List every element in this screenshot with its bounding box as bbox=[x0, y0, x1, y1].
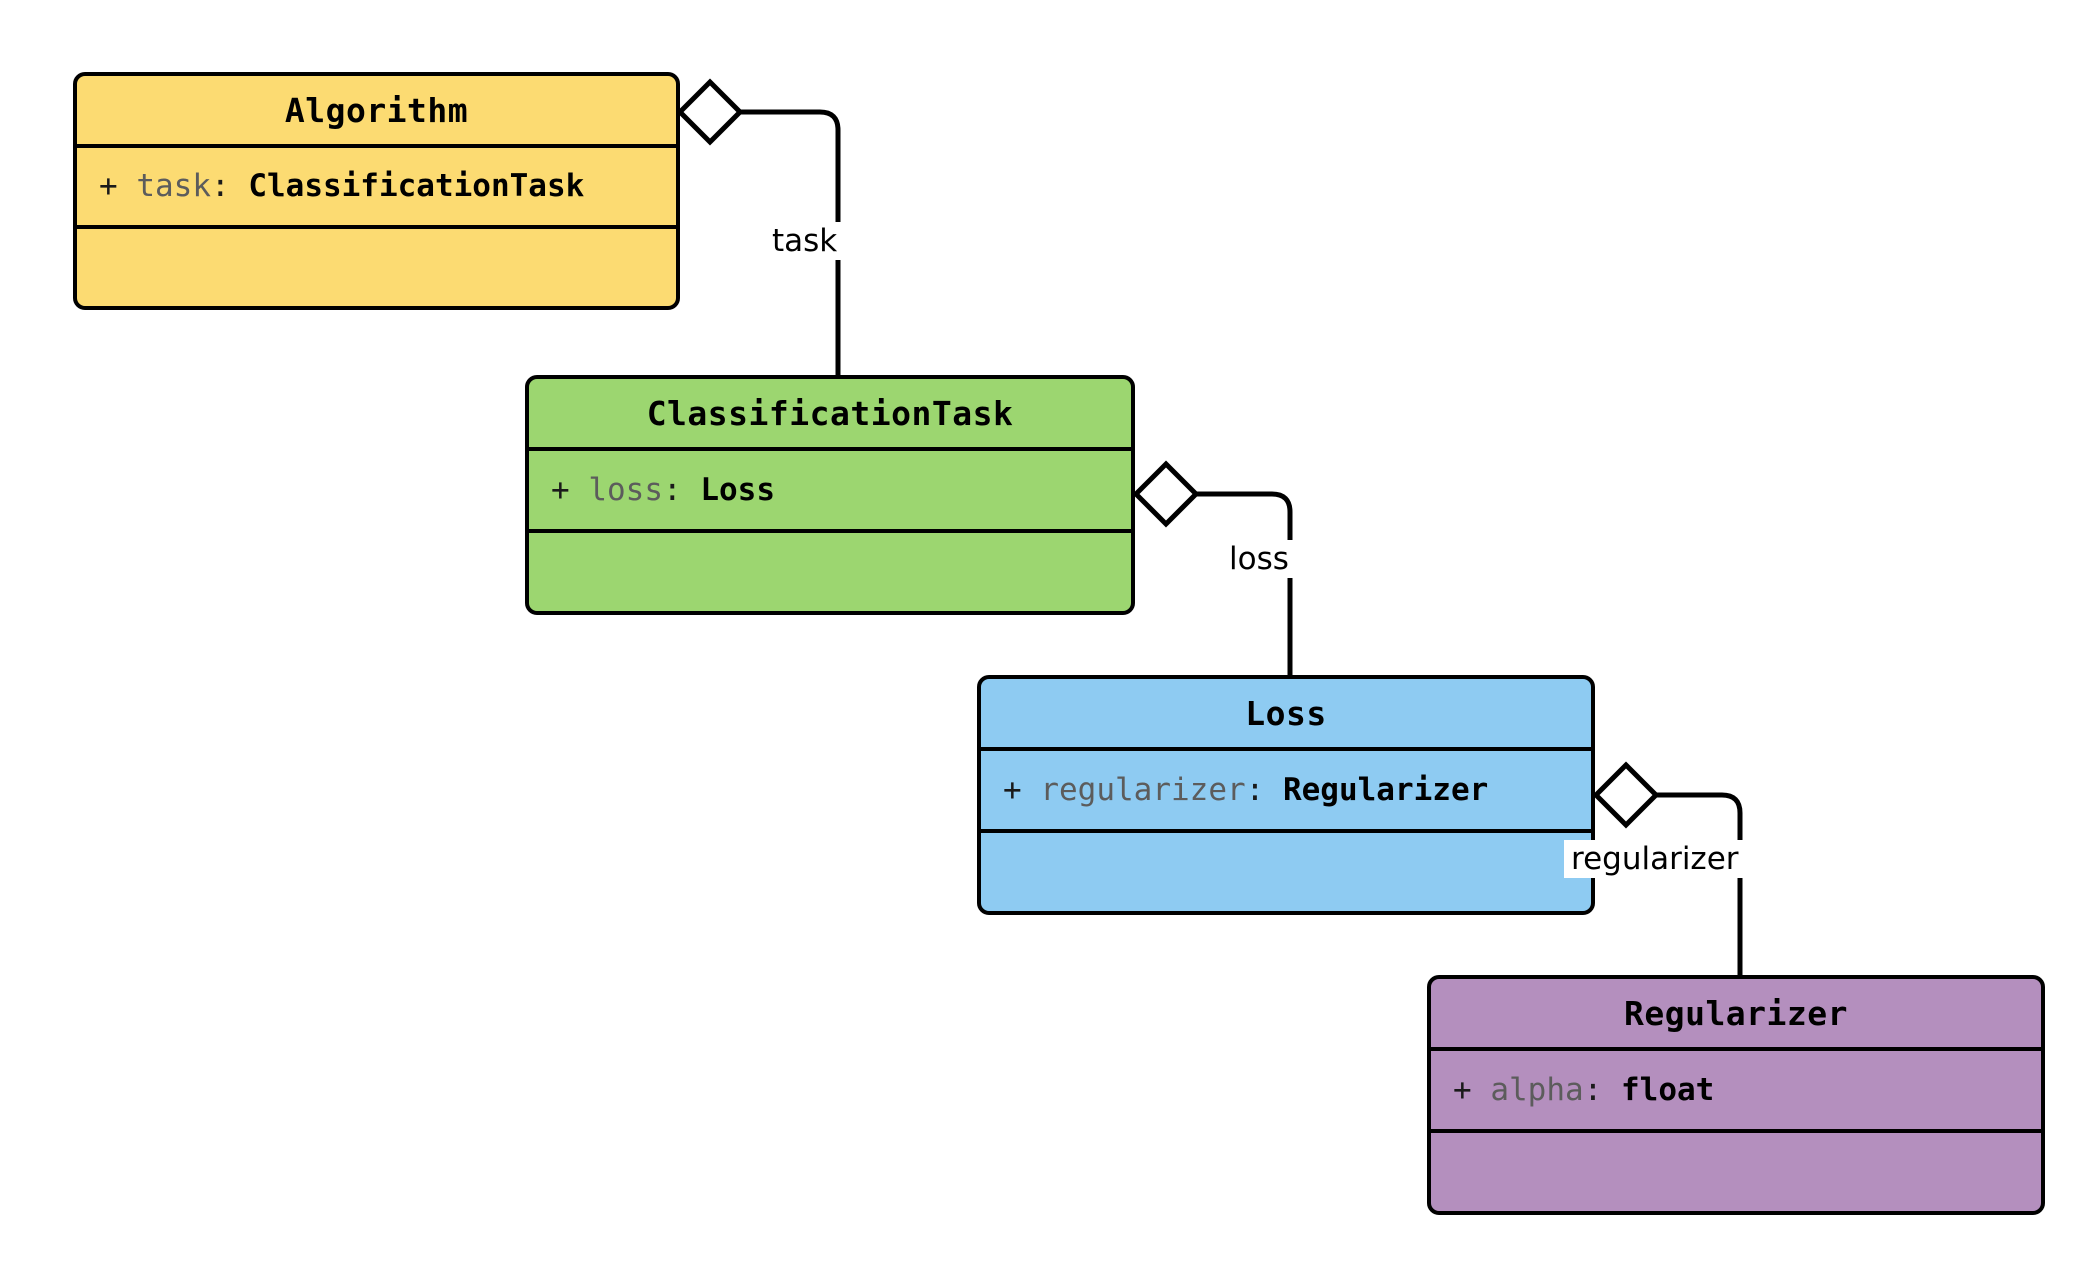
attribute-visibility: + bbox=[1003, 771, 1022, 808]
class-methods-regularizer bbox=[1431, 1133, 2041, 1211]
attribute-row: + alpha: float bbox=[1453, 1071, 2019, 1110]
class-title-regularizer: Regularizer bbox=[1431, 979, 2041, 1051]
attribute-separator: : bbox=[1245, 771, 1283, 808]
aggregation-diamond-icon bbox=[676, 78, 744, 146]
uml-class-regularizer[interactable]: Regularizer + alpha: float bbox=[1427, 975, 2045, 1215]
attribute-visibility: + bbox=[551, 471, 570, 508]
attribute-space bbox=[118, 168, 137, 204]
class-methods-algorithm bbox=[77, 229, 676, 306]
class-attributes-algorithm: + task: ClassificationTask bbox=[77, 148, 676, 229]
attribute-space bbox=[570, 472, 589, 508]
attribute-name: regularizer bbox=[1040, 771, 1246, 808]
attribute-name: task bbox=[136, 168, 211, 205]
attribute-row: + loss: Loss bbox=[551, 471, 1109, 510]
class-methods-classificationtask bbox=[529, 533, 1131, 611]
class-methods-loss bbox=[981, 833, 1591, 911]
attribute-type: Loss bbox=[700, 471, 775, 508]
attribute-visibility: + bbox=[99, 168, 118, 205]
attribute-separator: : bbox=[211, 168, 249, 205]
attribute-name: alpha bbox=[1490, 1071, 1584, 1108]
attribute-type: Regularizer bbox=[1282, 771, 1489, 808]
attribute-row: + regularizer: Regularizer bbox=[1003, 771, 1569, 810]
class-attributes-classificationtask: + loss: Loss bbox=[529, 451, 1131, 533]
class-attributes-regularizer: + alpha: float bbox=[1431, 1051, 2041, 1133]
relation-label-task-loss: loss bbox=[1222, 540, 1296, 579]
relation-label-algorithm-task: task bbox=[765, 222, 845, 261]
attribute-type: ClassificationTask bbox=[248, 168, 585, 205]
attribute-separator: : bbox=[1583, 1071, 1621, 1108]
relation-line bbox=[1196, 491, 1293, 675]
class-title-loss: Loss bbox=[981, 679, 1591, 751]
class-attributes-loss: + regularizer: Regularizer bbox=[981, 751, 1591, 833]
uml-class-classificationtask[interactable]: ClassificationTask + loss: Loss bbox=[525, 375, 1135, 615]
class-title-classificationtask: ClassificationTask bbox=[529, 379, 1131, 451]
attribute-visibility: + bbox=[1453, 1071, 1472, 1108]
relation-line bbox=[1656, 792, 1743, 975]
class-title-algorithm: Algorithm bbox=[77, 76, 676, 148]
aggregation-diamond-icon bbox=[1132, 460, 1200, 528]
aggregation-diamond-icon bbox=[1592, 761, 1660, 829]
attribute-name: loss bbox=[588, 471, 663, 508]
attribute-separator: : bbox=[663, 471, 701, 508]
relation-label-loss-regularizer: regularizer bbox=[1564, 840, 1746, 879]
uml-class-algorithm[interactable]: Algorithm + task: ClassificationTask bbox=[73, 72, 680, 310]
uml-class-loss[interactable]: Loss + regularizer: Regularizer bbox=[977, 675, 1595, 915]
attribute-space bbox=[1472, 1072, 1491, 1108]
attribute-space bbox=[1022, 772, 1041, 808]
attribute-row: + task: ClassificationTask bbox=[99, 167, 654, 206]
attribute-type: float bbox=[1621, 1071, 1715, 1108]
